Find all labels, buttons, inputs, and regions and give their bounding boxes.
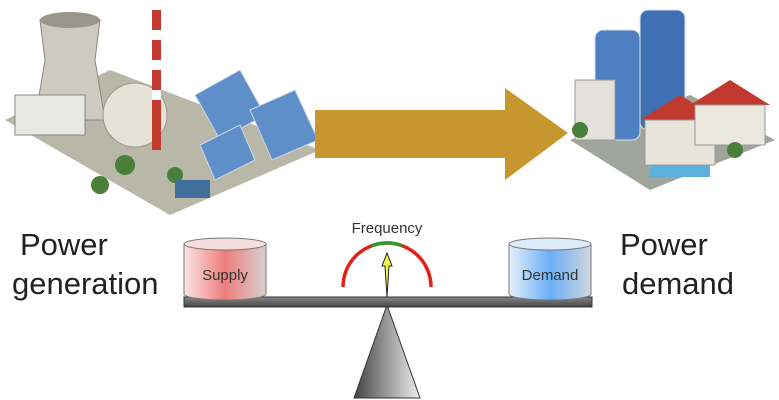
power-generation-label-line2: generation	[12, 266, 159, 301]
power-demand-label-line2: demand	[622, 266, 734, 301]
fulcrum	[353, 303, 421, 399]
power-demand-label-line1: Power	[620, 227, 708, 262]
supply-cylinder: Supply	[183, 237, 267, 301]
frequency-label: Frequency	[352, 220, 423, 237]
flow-arrow	[315, 88, 568, 180]
power-generation-label-line1: Power	[20, 227, 108, 262]
power-plant-illustration	[5, 10, 320, 215]
demand-cylinder: Demand	[508, 237, 592, 301]
demand-label: Demand	[522, 267, 579, 284]
frequency-needle	[381, 251, 393, 298]
gauge-arc-green	[371, 241, 403, 248]
balance-beam	[183, 296, 593, 308]
supply-label: Supply	[202, 267, 248, 284]
city-buildings-illustration	[570, 9, 775, 190]
